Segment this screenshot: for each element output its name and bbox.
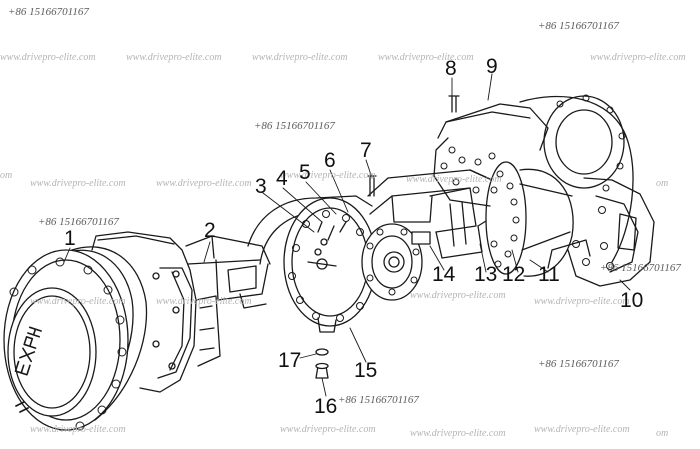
site-watermark-2: www.drivepro-elite.com [126,52,222,63]
phone-watermark-5: +86 15166701167 [600,262,681,274]
phone-watermark-3: +86 15166701167 [254,120,335,132]
site-watermark-1: www.drivepro-elite.com [0,52,96,63]
site-watermark-14: www.drivepro-elite.com [410,290,506,301]
callout-15: 15 [354,359,378,382]
site-watermark-9: www.drivepro-elite.com [280,170,376,181]
site-watermark-19: www.drivepro-elite.com [534,424,630,435]
callout-4: 4 [276,167,288,190]
site-watermark-5: www.drivepro-elite.com [590,52,686,63]
callout-13: 13 [474,263,498,286]
phone-watermark-6: +86 15166701167 [538,358,619,370]
callout-17: 17 [278,349,302,372]
site-watermark-17: www.drivepro-elite.com [280,424,376,435]
site-watermark-12: www.drivepro-elite.com [30,296,126,307]
left-wheel-hub [3,246,148,431]
left-axle-tube [185,235,271,309]
phone-watermark-1: +86 15166701167 [8,6,89,18]
left-brake-assembly [91,231,221,393]
site-watermark-16: www.drivepro-elite.com [30,424,126,435]
callout-10: 10 [620,289,644,312]
site-watermark-11: om [656,178,669,189]
site-watermark-8: www.drivepro-elite.com [156,178,252,189]
differential-housing [247,195,423,333]
callout-3: 3 [255,175,267,198]
site-watermark-13: www.drivepro-elite.com [156,296,252,307]
callout-5: 5 [299,161,311,184]
site-watermark-18: www.drivepro-elite.com [410,428,506,439]
site-watermark-7: www.drivepro-elite.com [30,178,126,189]
right-flange-assembly [485,161,591,277]
callout-16: 16 [314,395,338,418]
small-parts [315,95,460,379]
callout-11: 11 [538,263,560,286]
right-wheel-hub [433,94,655,287]
site-watermark-10: www.drivepro-elite.com [406,174,502,185]
callout-14: 14 [432,263,456,286]
callout-7: 7 [360,139,372,162]
callout-8: 8 [445,57,457,80]
callout-12: 12 [502,263,526,286]
site-watermark-4: www.drivepro-elite.com [378,52,474,63]
site-watermark-20: om [656,428,669,439]
site-watermark-6: om [0,170,13,181]
site-watermark-15: www.drivepro-elite.com [534,296,630,307]
callout-2: 2 [204,219,216,242]
site-watermark-3: www.drivepro-elite.com [252,52,348,63]
callout-9: 9 [486,55,498,78]
callout-1: 1 [64,227,76,250]
phone-watermark-2: +86 15166701167 [538,20,619,32]
phone-watermark-4: +86 15166701167 [38,216,119,228]
callout-6: 6 [324,149,336,172]
phone-watermark-7: +86 15166701167 [338,394,419,406]
leader-lines [63,73,631,397]
